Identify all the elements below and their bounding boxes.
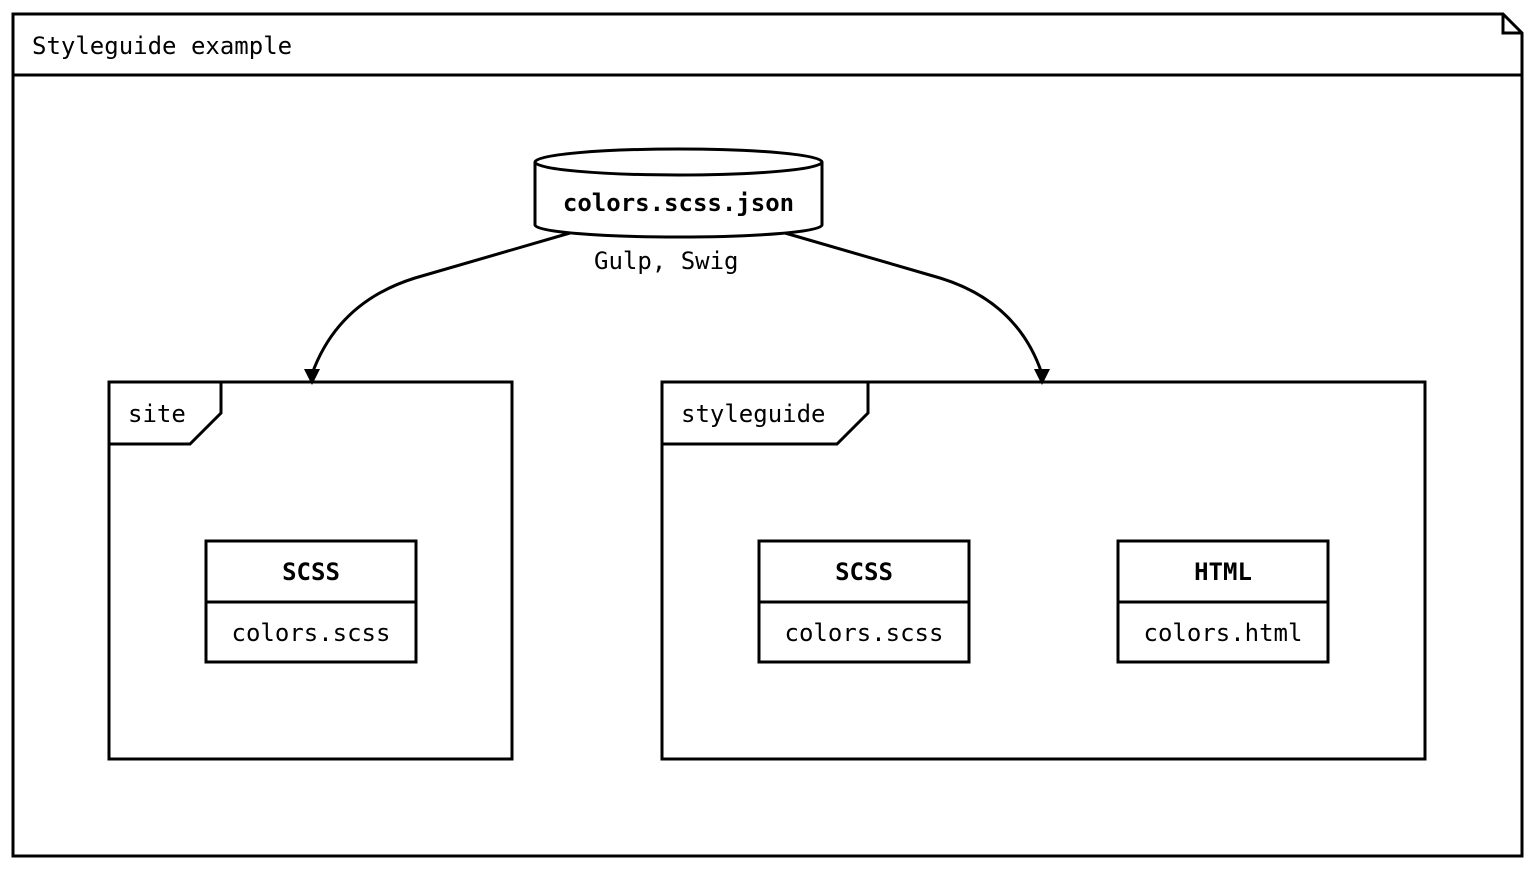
source-label: colors.scss.json (562, 189, 795, 217)
component-site-scss-stereotype: SCSS (282, 558, 340, 586)
source-database (533, 147, 824, 239)
arrow-to-styleguide (784, 231, 1044, 375)
package-styleguide-tab (662, 382, 870, 446)
component-styleguide-scss-file: colors.scss (784, 619, 944, 647)
outer-frame (11, 12, 1524, 858)
frame-fold (1501, 14, 1522, 35)
flow-label: Gulp, Swig (594, 247, 739, 275)
package-styleguide-name: styleguide (681, 400, 826, 428)
component-site-scss (204, 539, 418, 664)
component-styleguide-html (1116, 539, 1330, 664)
component-styleguide-html-file: colors.html (1143, 619, 1303, 647)
arrow-head-styleguide (1034, 369, 1050, 385)
arrow-to-site (310, 231, 571, 375)
package-site-tab (109, 382, 223, 446)
package-site (107, 380, 514, 761)
arrow-head-site (304, 369, 320, 385)
component-styleguide-scss-stereotype: SCSS (835, 558, 893, 586)
component-styleguide-html-stereotype: HTML (1194, 558, 1252, 586)
package-site-name: site (128, 400, 186, 428)
package-styleguide (660, 380, 1427, 761)
frame-title: Styleguide example (32, 32, 293, 60)
component-styleguide-scss (757, 539, 971, 664)
component-site-scss-file: colors.scss (231, 619, 391, 647)
